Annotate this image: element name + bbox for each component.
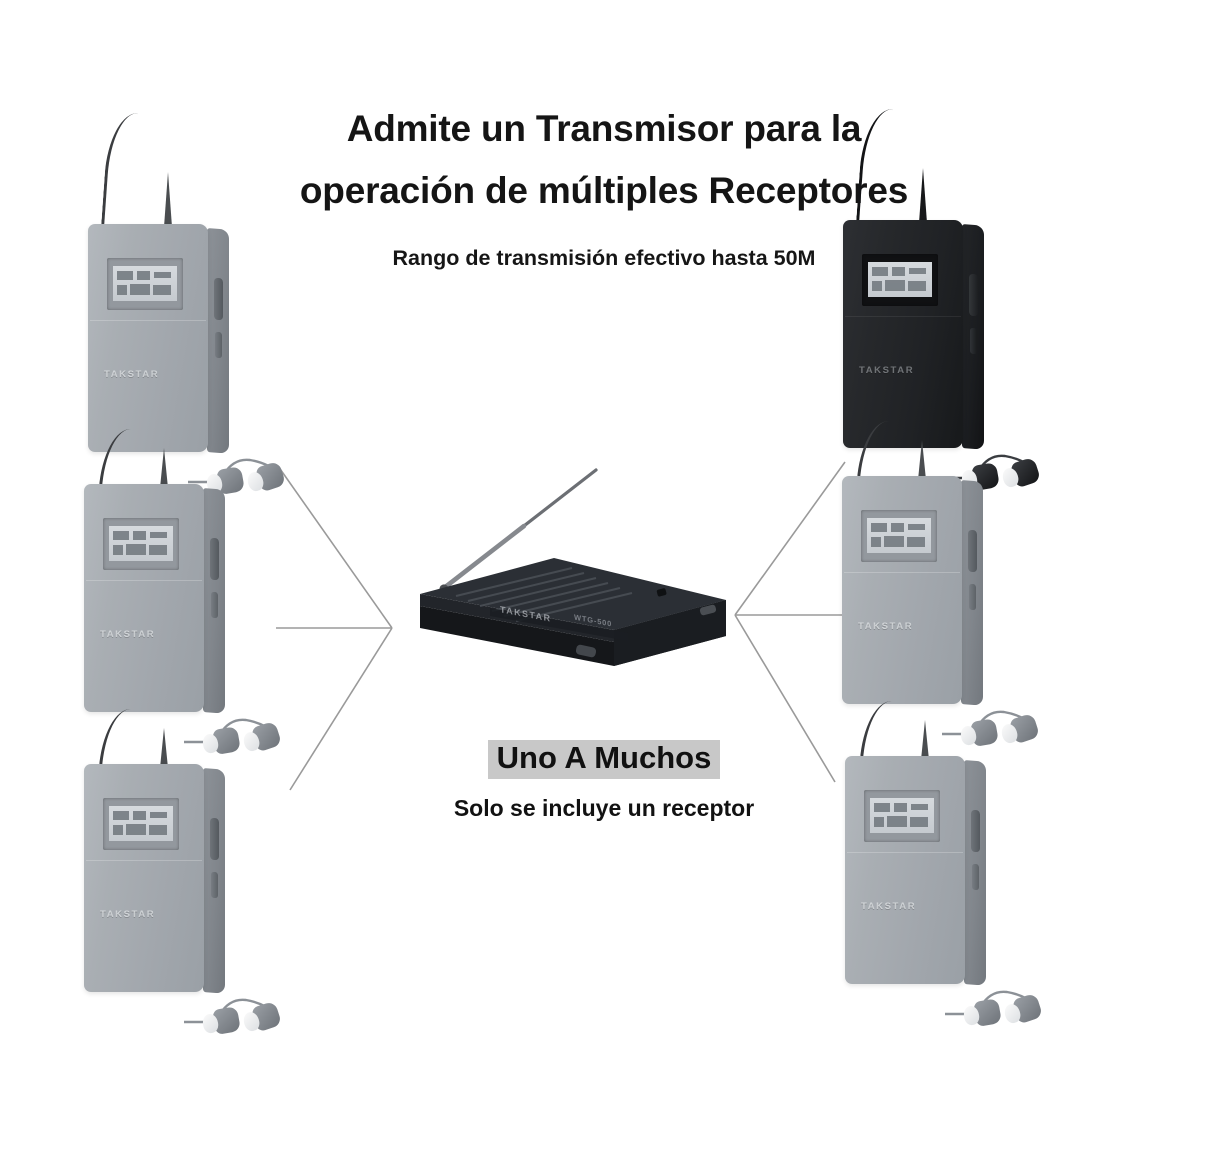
side-button-secondary[interactable] [972, 863, 979, 891]
transmitter-chassis [420, 558, 726, 666]
earphones [945, 962, 1063, 1034]
side-button-primary[interactable] [210, 537, 219, 581]
body-seam [847, 852, 963, 853]
body-seam [844, 572, 960, 573]
earphones [188, 430, 306, 502]
body-seam [86, 860, 202, 861]
side-button-secondary[interactable] [215, 331, 222, 359]
brand-logo: TAKSTAR [100, 629, 156, 640]
side-button-primary[interactable] [210, 817, 219, 861]
earphones [184, 690, 302, 762]
lcd-display [113, 266, 177, 301]
side-button-primary[interactable] [968, 529, 977, 573]
receiver-top-left: TAKSTAR [88, 111, 287, 509]
brand-logo: TAKSTAR [861, 901, 917, 912]
earphones [942, 682, 1060, 754]
receiver-bottom-right: TAKSTAR [845, 699, 1044, 1041]
antenna-stub-icon [921, 720, 929, 760]
lcd-display [109, 806, 173, 841]
one-to-many-badge: Uno A Muchos [487, 740, 721, 779]
page-title-line-2: operación de múltiples Receptores [299, 170, 909, 211]
receiver-middle-left: TAKSTAR [84, 427, 283, 769]
lcd-bezel [103, 518, 179, 570]
transmitter-side-button [699, 604, 717, 616]
receiver-middle-right: TAKSTAR [842, 419, 1041, 761]
earphones [943, 426, 1061, 498]
side-button-primary[interactable] [214, 277, 223, 321]
brand-logo: TAKSTAR [859, 365, 915, 376]
transmitter-front-control [575, 644, 597, 658]
page-title-line-1: Admite un Transmisor para la [346, 108, 862, 149]
lcd-display [109, 526, 173, 561]
body-seam [845, 316, 961, 317]
transmitter-vent-ridges [455, 567, 633, 622]
receiver-bottom-left: TAKSTAR [84, 707, 283, 1049]
earphones [184, 970, 302, 1042]
side-button-primary[interactable] [969, 273, 978, 317]
center-label-container: Uno A Muchos [0, 740, 1208, 779]
side-button-secondary[interactable] [211, 591, 218, 619]
lcd-bezel [862, 254, 938, 306]
lcd-display [870, 798, 934, 833]
side-button-secondary[interactable] [211, 871, 218, 899]
receiver-body: TAKSTAR [88, 224, 208, 452]
connector-top-right [734, 461, 846, 616]
antenna-stub-icon [918, 440, 926, 480]
body-seam [86, 580, 202, 581]
receiver-body: TAKSTAR [843, 220, 963, 448]
body-seam [90, 320, 206, 321]
antenna-stub-icon [160, 728, 168, 768]
lcd-bezel [864, 790, 940, 842]
side-button-secondary[interactable] [969, 583, 976, 611]
transmitter-top-knob [656, 588, 667, 597]
antenna-stub-icon [164, 172, 172, 227]
lcd-bezel [107, 258, 183, 310]
transmitter-unit: TAKSTAR WTG-500 [404, 460, 744, 700]
lcd-bezel [861, 510, 937, 562]
lcd-display [868, 262, 932, 297]
lcd-display [867, 518, 931, 553]
side-button-secondary[interactable] [970, 327, 977, 355]
receiver-body: TAKSTAR [84, 484, 204, 712]
subtitle-range: Rango de transmisión efectivo hasta 50M [392, 246, 816, 270]
brand-logo: TAKSTAR [104, 369, 160, 380]
transmitter-brand-plate [490, 608, 628, 641]
receiver-body: TAKSTAR [84, 764, 204, 992]
lcd-bezel [103, 798, 179, 850]
receiver-included-note: Solo se incluye un receptor [453, 795, 755, 821]
receiver-body: TAKSTAR [845, 756, 965, 984]
antenna-stub-icon [919, 168, 927, 223]
brand-logo: TAKSTAR [858, 621, 914, 632]
receiver-body: TAKSTAR [842, 476, 962, 704]
antenna-stub-icon [160, 448, 168, 488]
receiver-top-right: TAKSTAR [843, 107, 1042, 505]
brand-logo: TAKSTAR [100, 909, 156, 920]
